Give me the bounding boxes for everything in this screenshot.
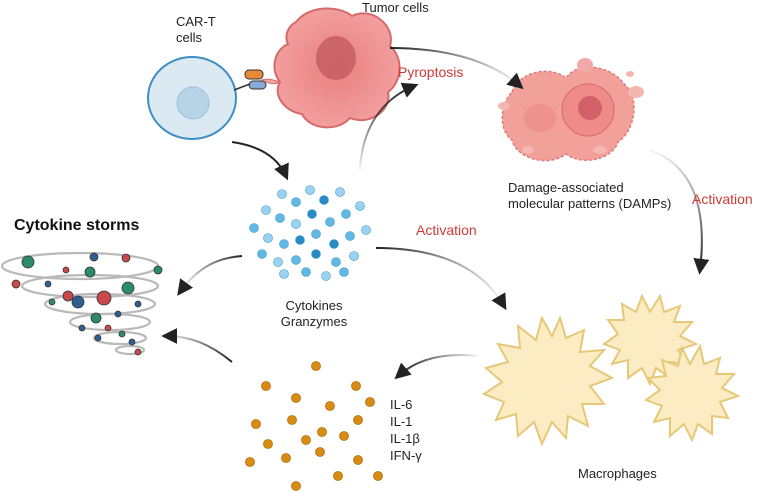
macrophages-label: Macrophages — [578, 466, 657, 481]
pyroptosis-label: Pyroptosis — [398, 64, 464, 80]
arrow-macrophages-to-interleukins — [394, 354, 479, 380]
car-t-cell — [147, 56, 267, 140]
cart-label-line1: CAR-T — [176, 14, 216, 29]
arrow-damps-to-macrophages — [649, 149, 710, 275]
damps-label-line1: Damage-associated — [508, 180, 624, 195]
interleukin-ifng: IFN-γ — [390, 448, 422, 463]
damps-label-line2: molecular patterns (DAMPs) — [508, 196, 672, 211]
damps-cell — [498, 58, 644, 162]
activation-label-right: Activation — [692, 191, 753, 207]
interleukin-list: IL-6 IL-1 IL-1β IFN-γ — [390, 396, 422, 464]
damps-label: Damage-associated molecular patterns (DA… — [508, 180, 671, 212]
tumor-label: Tumor cells — [362, 0, 429, 15]
cytokines-label: Cytokines Granzymes — [264, 298, 364, 330]
cytokines-label-line2: Granzymes — [280, 314, 348, 329]
macrophage-large — [481, 315, 615, 447]
arrow-cytokines-to-storm — [177, 255, 243, 296]
cart-label-line2: cells — [176, 30, 203, 45]
cytokine-storms-title: Cytokine storms — [14, 217, 140, 234]
arrow-cytokines-to-pyroptosis — [359, 82, 419, 171]
arrows — [161, 47, 710, 380]
interleukin-il1b: IL-1β — [390, 431, 420, 446]
tumor-cell — [260, 7, 401, 129]
macrophage-right — [643, 343, 741, 443]
arrow-interleukins-to-storm — [161, 328, 233, 363]
interleukin-particles — [245, 361, 383, 491]
cytokines-label-line1: Cytokines — [285, 298, 343, 313]
cart-label: CAR-T cells — [176, 14, 216, 46]
storm-particles — [11, 252, 163, 356]
arrow-tumor-to-damps — [389, 47, 524, 90]
interleukin-il1: IL-1 — [390, 414, 413, 429]
arrow-cytokines-to-macrophages — [375, 247, 507, 311]
activation-label-center: Activation — [416, 222, 477, 238]
macrophage-top — [601, 293, 699, 387]
arrow-cart-to-cytokines — [231, 141, 289, 181]
interleukin-il6: IL-6 — [390, 397, 413, 412]
cytokine-particles — [249, 185, 371, 281]
